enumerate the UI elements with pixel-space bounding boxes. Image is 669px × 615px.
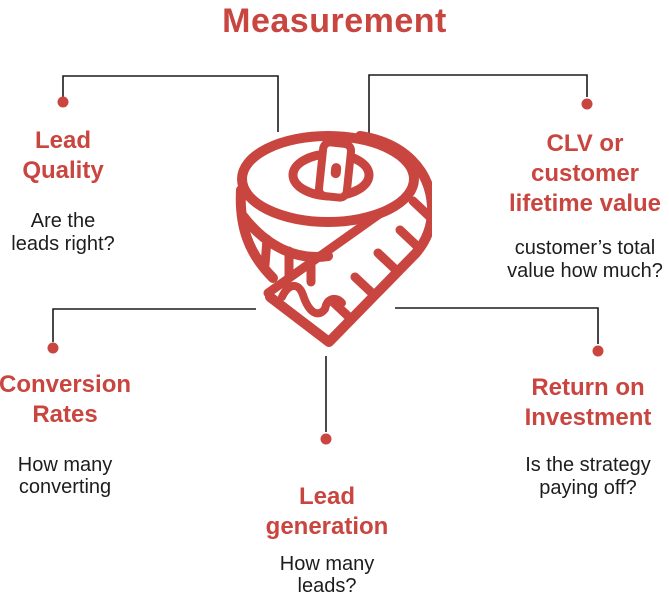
connector-lines	[47, 74, 604, 445]
node-conversion-rates-title: Conversion Rates	[0, 371, 132, 428]
measurement-diagram: Measurement	[0, 2, 669, 597]
node-lead-quality-title: Lead Quality	[22, 127, 104, 184]
tape-end-tab	[314, 138, 356, 202]
node-clv-title: CLV or customer lifetime value	[508, 130, 662, 217]
node-lead-generation-desc: How many leads?	[279, 553, 375, 597]
node-lead-generation: Lead generation How many leads?	[232, 464, 422, 615]
node-lead-generation-title: Lead generation	[265, 483, 389, 540]
connector-clv	[368, 74, 588, 139]
page-title: Measurement	[222, 2, 447, 40]
node-return-on-investment-desc: Is the strategy paying off?	[525, 454, 651, 499]
node-clv: CLV or customer lifetime value customer’…	[497, 111, 669, 301]
connector-conversion-rates	[52, 308, 256, 342]
connector-return-on-investment	[395, 307, 599, 344]
tape-roll-top	[237, 131, 419, 227]
node-return-on-investment: Return on Investment Is the strategy pay…	[498, 355, 669, 518]
connector-lead-quality	[62, 75, 279, 132]
node-lead-quality-desc: Are the leads right?	[11, 210, 115, 255]
bullet-dot-lead-generation	[320, 433, 332, 445]
bullet-dot-return-on-investment	[592, 345, 604, 357]
tape-roll-ticks	[260, 234, 316, 287]
node-conversion-rates-desc: How many converting	[17, 454, 113, 498]
bullet-dot-conversion-rates	[47, 342, 59, 354]
node-return-on-investment-title: Return on Investment	[524, 374, 652, 431]
bullet-dot-clv	[581, 98, 593, 110]
node-clv-desc: customer’s total value how much?	[507, 237, 663, 282]
tape-roll-side	[235, 185, 278, 283]
tape-roll-bottom-rim	[238, 211, 333, 262]
measuring-tape-icon	[235, 131, 432, 347]
bullet-dot-lead-quality	[57, 96, 69, 108]
tape-tab-hole	[330, 163, 342, 179]
node-lead-quality: Lead Quality Are the leads right?	[0, 108, 143, 274]
tape-ruler-ticks	[327, 196, 432, 323]
node-conversion-rates: Conversion Rates How many converting	[0, 352, 150, 516]
